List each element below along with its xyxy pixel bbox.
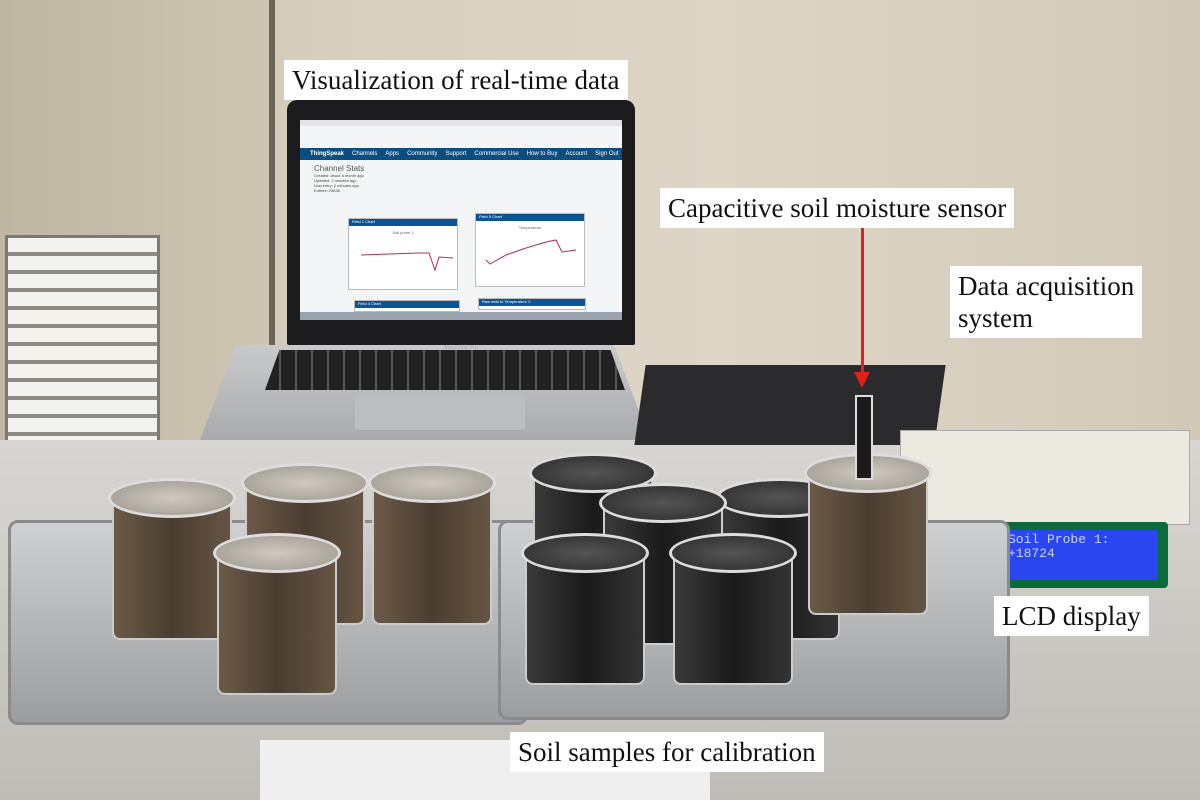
- stat-updated: Updated: 2 minutes ago: [314, 178, 357, 183]
- capacitive-sensor: [855, 395, 873, 480]
- nav-account[interactable]: Account: [565, 151, 588, 157]
- laptop-keyboard: [265, 350, 625, 390]
- soil-jar: [521, 533, 649, 685]
- label-sensor: Capacitive soil moisture sensor: [660, 188, 1015, 228]
- soil-jar: [108, 478, 236, 640]
- label-daq-line1: Data acquisition: [958, 271, 1135, 301]
- stat-entries: Entries: 25636: [314, 188, 340, 193]
- panel-header: Field 4 Chart: [355, 301, 459, 308]
- lcd-line-2: +18724: [1008, 546, 1055, 561]
- nav-sign-out[interactable]: Sign Out: [595, 151, 619, 157]
- label-daq: Data acquisition system: [950, 266, 1143, 338]
- lcd-screen: Soil Probe 1: +18724: [1002, 530, 1158, 580]
- chart-panel-field5: Field 5 Chart Temperature: [475, 213, 585, 287]
- soil-jar: [213, 533, 341, 695]
- nav-channels[interactable]: Channels: [352, 151, 378, 157]
- panel-title: Temperature: [518, 225, 542, 230]
- laptop-brand: MacBook Pro: [444, 345, 478, 351]
- label-lcd: LCD display: [994, 596, 1149, 636]
- nav-apps[interactable]: Apps: [385, 151, 400, 157]
- lcd-module: Soil Probe 1: +18724: [992, 522, 1168, 588]
- panel-title: Soil probe 1: [392, 230, 414, 235]
- nav-support[interactable]: Support: [445, 151, 467, 157]
- data-acquisition-box: [634, 365, 946, 445]
- nav-how-to-buy[interactable]: How to Buy: [526, 151, 558, 157]
- label-visualization: Visualization of real-time data: [284, 60, 628, 100]
- dock: [300, 312, 622, 320]
- soil-probe-line: [360, 252, 454, 272]
- label-daq-line2: system: [958, 303, 1034, 333]
- nav-community[interactable]: Community: [407, 151, 438, 157]
- channel-stats: Channel Stats Created: about a month ago…: [300, 160, 622, 197]
- stats-heading: Channel Stats: [314, 164, 365, 173]
- label-samples: Soil samples for calibration: [510, 732, 824, 772]
- laptop-screen: ThingSpeak Channels Apps Community Suppo…: [300, 120, 622, 320]
- soil-jar: [669, 533, 797, 685]
- app-logo: ThingSpeak: [310, 151, 345, 157]
- lcd-line-1: Soil Probe 1:: [1008, 532, 1110, 547]
- panel-header: Field 5 Chart: [476, 214, 584, 221]
- menu-bar: [300, 120, 622, 126]
- red-arrow-head: [854, 372, 870, 388]
- panel-header: Field 1 Chart: [349, 219, 457, 226]
- panel-header: Raw data to Temperature C: [479, 299, 585, 306]
- chart-panel-field1: Field 1 Chart Soil probe 1: [348, 218, 458, 290]
- soil-jar: [368, 463, 496, 625]
- nav-commercial[interactable]: Commercial Use: [474, 151, 519, 157]
- red-arrow: [861, 228, 864, 378]
- thingspeak-navbar: ThingSpeak Channels Apps Community Suppo…: [300, 148, 622, 160]
- chart-panel-raw: Raw data to Temperature C: [478, 298, 586, 310]
- breadboard: [900, 430, 1190, 525]
- stat-created: Created: about a month ago: [314, 173, 364, 178]
- temperature-line: [485, 239, 577, 265]
- stat-last-entry: Last entry: 2 minutes ago: [314, 183, 359, 188]
- chart-panel-field4: Field 4 Chart: [354, 300, 460, 312]
- laptop-trackpad: [355, 395, 525, 430]
- soil-jar-with-sensor: [804, 453, 932, 615]
